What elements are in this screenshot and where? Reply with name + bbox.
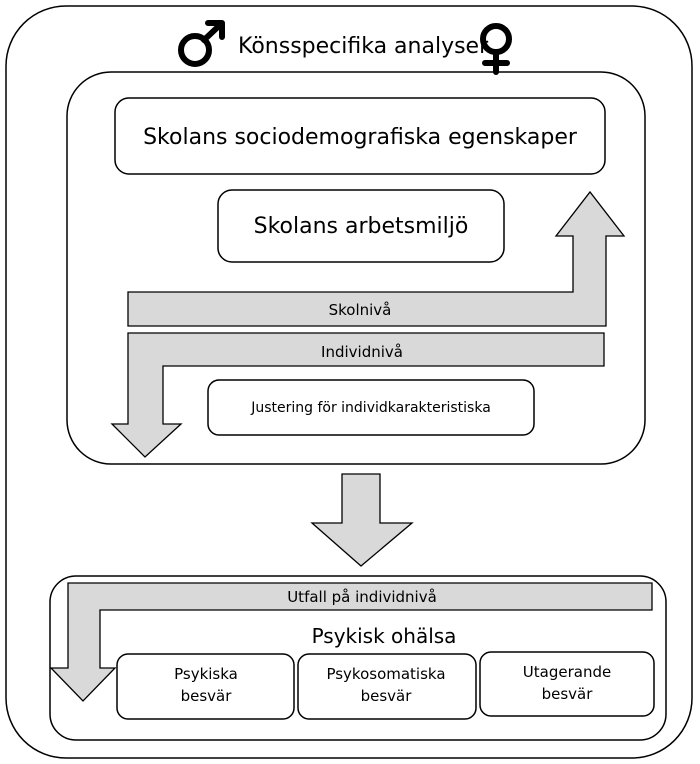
- outcome-box-psychological-label-1: Psykiska: [174, 665, 238, 683]
- school-level-arrow-label: Skolnivå: [329, 301, 392, 319]
- outcome-arrow: [49, 582, 653, 702]
- outcome-frame: [49, 575, 667, 741]
- school-level-frame: [66, 71, 646, 465]
- female-symbol-icon: [480, 23, 512, 75]
- outcome-box-psychological: [116, 653, 295, 720]
- adjustment-box-label: Justering för individkarakteristiska: [250, 400, 491, 416]
- individual-level-arrow-label: Individnivå: [321, 343, 403, 361]
- outcome-box-psychosomatic-label-2: besvär: [361, 687, 413, 705]
- outer-frame: [5, 5, 693, 759]
- work-environment-box: [217, 189, 505, 263]
- outcome-heading: Psykisk ohälsa: [312, 624, 457, 648]
- outcome-arrow-label: Utfall på individnivå: [287, 588, 437, 606]
- adjustment-box: [207, 379, 535, 436]
- page-title: Könsspecifika analyser: [238, 34, 489, 59]
- socio-box-label: Skolans sociodemografiska egenskaper: [143, 125, 578, 150]
- outcome-box-psychological-label-2: besvär: [181, 687, 233, 705]
- socio-box: [114, 97, 606, 175]
- outcome-box-acting-out-label-2: besvär: [542, 685, 594, 703]
- outcome-box-acting-out: [479, 651, 655, 717]
- male-symbol-icon: [178, 20, 225, 67]
- outcome-box-acting-out-label-1: Utagerande: [523, 663, 611, 681]
- school-level-arrow: [127, 190, 626, 327]
- down-arrow: [310, 473, 414, 567]
- work-environment-box-label: Skolans arbetsmiljö: [254, 214, 469, 239]
- outcome-box-psychosomatic-label-1: Psykosomatiska: [326, 665, 445, 683]
- outcome-box-psychosomatic: [297, 653, 477, 720]
- individual-level-arrow: [110, 332, 605, 458]
